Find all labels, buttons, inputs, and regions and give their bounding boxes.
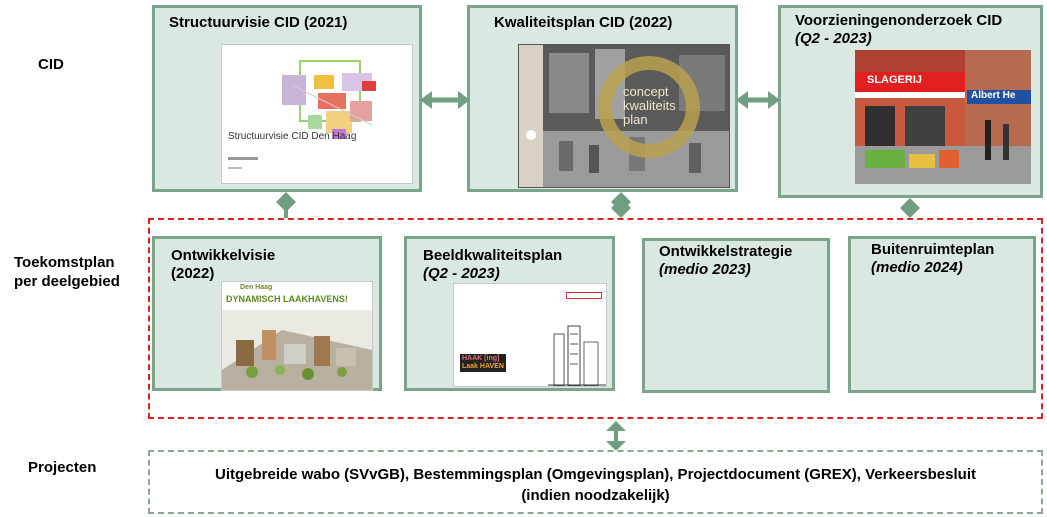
kwaliteitsplan-cover-text-3: plan <box>623 112 648 127</box>
beeldkwaliteitsplan-logo-1: HAAK [ing] <box>462 355 500 362</box>
structuurvisie-map-graphic <box>222 45 412 183</box>
voorzieningen-subtitle: (Q2 - 2023) <box>795 30 872 47</box>
beeldkwaliteitsplan-cover-tag <box>566 292 602 299</box>
buitenruimteplan-subtitle: (medio 2024) <box>871 259 963 276</box>
voorzieningen-shop-sign-1: SLAGERIJ <box>867 74 923 86</box>
row-label-cid: CID <box>38 56 64 73</box>
beeldkwaliteitsplan-logo: HAAK [ing] Laak HAVEN <box>460 354 506 372</box>
ontwikkelstrategie-title-block: Ontwikkelstrategie (medio 2023) <box>659 243 792 279</box>
ontwikkelstrategie-subtitle: (medio 2023) <box>659 261 751 278</box>
projecten-text: Uitgebreide wabo (SVvGB), Bestemmingspla… <box>150 464 1041 506</box>
structuurvisie-title: Structuurvisie CID (2021) <box>169 14 348 31</box>
connector-kwaliteitsplan-voorzieningen <box>736 91 780 109</box>
ontwikkelstrategie-box[interactable]: Ontwikkelstrategie (medio 2023) <box>642 238 830 393</box>
voorzieningen-shop-photo: SLAGERIJ Albert He <box>855 50 1031 184</box>
beeldkwaliteitsplan-title-block: Beeldkwaliteitsplan (Q2 - 2023) <box>423 247 562 283</box>
row-label-projecten: Projecten <box>28 459 97 476</box>
kwaliteitsplan-box[interactable]: Kwaliteitsplan CID (2022) concept kwalit… <box>467 5 738 192</box>
beeldkwaliteitsplan-skyline-graphic <box>548 325 606 386</box>
voorzieningen-title: Voorzieningenonderzoek CID <box>795 12 1003 29</box>
projecten-box[interactable]: Uitgebreide wabo (SVvGB), Bestemmingspla… <box>148 450 1043 514</box>
buitenruimteplan-title: Buitenruimteplan <box>871 241 995 258</box>
beeldkwaliteitsplan-box[interactable]: Beeldkwaliteitsplan (Q2 - 2023) HAAK [in… <box>404 236 615 391</box>
beeldkwaliteitsplan-title: Beeldkwaliteitsplan <box>423 247 563 264</box>
kwaliteitsplan-photo-graphic <box>519 45 729 187</box>
voorzieningen-box[interactable]: Voorzieningenonderzoek CID (Q2 - 2023) S… <box>778 5 1043 198</box>
projecten-text-line2: (indien noodzakelijk) <box>521 487 670 504</box>
projecten-text-line1: Uitgebreide wabo (SVvGB), Bestemmingspla… <box>214 466 976 483</box>
ontwikkelvisie-model-graphic <box>222 310 372 390</box>
beeldkwaliteitsplan-cover-image: HAAK [ing] Laak HAVEN <box>453 283 607 387</box>
voorzieningen-shop-graphic <box>855 50 1031 184</box>
ontwikkelvisie-cover-image: Den Haag DYNAMISCH LAAKHAVENS! <box>221 281 373 391</box>
connector-structuurvisie-down <box>276 192 296 218</box>
ontwikkelvisie-box[interactable]: Ontwikkelvisie (2022) Den Haag DYNAMISCH… <box>152 236 382 391</box>
structuurvisie-cover-caption: Structuurvisie CID Den Haag <box>228 131 357 142</box>
kwaliteitsplan-title: Kwaliteitsplan CID (2022) <box>494 14 673 31</box>
structuurvisie-cover-image: Structuurvisie CID Den Haag <box>221 44 413 184</box>
ontwikkelvisie-title-block: Ontwikkelvisie (2022) <box>171 247 275 283</box>
kwaliteitsplan-cover-text-1: concept <box>623 84 669 99</box>
ontwikkelvisie-cover-heading: DYNAMISCH LAAKHAVENS! <box>226 294 348 304</box>
beeldkwaliteitsplan-subtitle: (Q2 - 2023) <box>423 265 500 282</box>
row-label-toekomstplan-line1: Toekomstplan <box>14 254 115 271</box>
buitenruimteplan-box[interactable]: Buitenruimteplan (medio 2024) <box>848 236 1036 393</box>
structuurvisie-cover-meta <box>228 157 258 160</box>
ontwikkelvisie-brand: Den Haag <box>240 284 273 291</box>
toekomstplan-group-border <box>148 218 1043 419</box>
structuurvisie-box[interactable]: Structuurvisie CID (2021) Structuurvisie… <box>152 5 422 192</box>
beeldkwaliteitsplan-logo-2: Laak HAVEN <box>462 363 504 370</box>
ontwikkelstrategie-title: Ontwikkelstrategie <box>659 243 793 260</box>
kwaliteitsplan-cover-text: concept kwaliteits plan <box>623 85 676 127</box>
connector-voorzieningen-down <box>900 198 920 218</box>
row-label-toekomstplan-line2: per deelgebied <box>14 273 120 290</box>
connector-toekomstplan-projecten <box>606 421 626 451</box>
connector-kwaliteitsplan-down <box>611 192 631 218</box>
kwaliteitsplan-cover-text-2: kwaliteits <box>623 98 676 113</box>
ontwikkelvisie-title: Ontwikkelvisie <box>171 247 276 264</box>
kwaliteitsplan-cover-image: concept kwaliteits plan <box>518 44 730 188</box>
row-label-toekomstplan: Toekomstplan per deelgebied <box>14 253 120 291</box>
voorzieningen-title-block: Voorzieningenonderzoek CID (Q2 - 2023) <box>795 12 1002 48</box>
buitenruimteplan-title-block: Buitenruimteplan (medio 2024) <box>871 241 994 277</box>
structuurvisie-cover-meta-2 <box>228 167 242 169</box>
connector-structuurvisie-kwaliteitsplan <box>420 91 470 109</box>
voorzieningen-shop-sign-2: Albert He <box>971 90 1016 101</box>
ontwikkelvisie-subtitle: (2022) <box>171 265 215 282</box>
